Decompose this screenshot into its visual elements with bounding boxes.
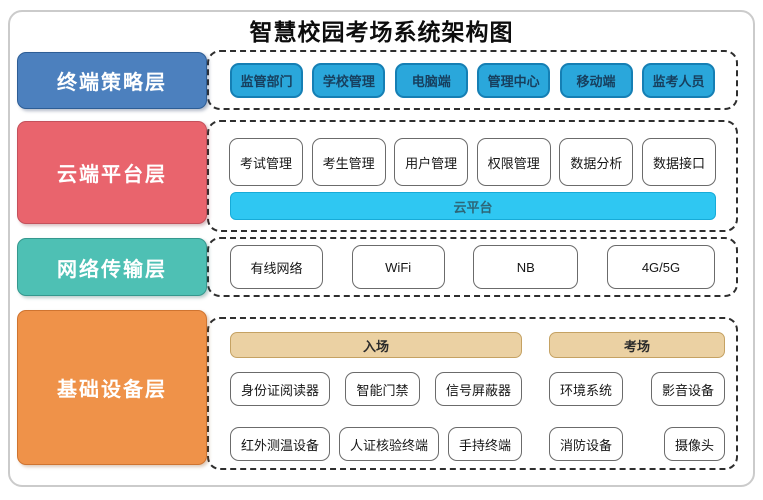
entry-device-row-1: 身份证阅读器 智能门禁 信号屏蔽器 xyxy=(230,372,522,406)
terminal-node-mobile: 移动端 xyxy=(559,62,633,98)
device-fire-equipment: 消防设备 xyxy=(549,427,624,461)
cloud-module-data-interface: 数据接口 xyxy=(641,138,716,186)
layer-container-cloud: 考试管理 考生管理 用户管理 权限管理 数据分析 数据接口 云平台 xyxy=(207,120,738,232)
cloud-module-user-mgmt: 用户管理 xyxy=(394,138,469,186)
entry-device-row-2: 红外测温设备 人证核验终端 手持终端 xyxy=(230,427,522,461)
page-title: 智慧校园考场系统架构图 xyxy=(249,19,514,45)
cloud-module-exam-mgmt: 考试管理 xyxy=(229,138,303,186)
device-smart-access: 智能门禁 xyxy=(345,372,420,406)
examroom-device-row-2: 消防设备 摄像头 xyxy=(549,427,725,461)
terminal-node-pc: 电脑端 xyxy=(394,62,468,98)
network-node-4g5g: 4G/5G xyxy=(606,245,715,289)
layer-container-devices: 入场 考场 身份证阅读器 智能门禁 信号屏蔽器 环境系统 影音设备 红外测温设备… xyxy=(207,317,738,470)
device-av-equipment: 影音设备 xyxy=(650,372,725,406)
cloud-module-data-analysis: 数据分析 xyxy=(559,138,634,186)
device-environment-system: 环境系统 xyxy=(549,372,624,406)
device-id-card-reader: 身份证阅读器 xyxy=(230,372,331,406)
layer-label-terminal: 终端策略层 xyxy=(17,52,207,109)
network-node-wifi: WiFi xyxy=(351,245,445,289)
layer-label-devices: 基础设备层 xyxy=(17,310,207,465)
device-infrared-thermometer: 红外测温设备 xyxy=(230,427,331,461)
network-node-nb: NB xyxy=(473,245,579,289)
terminal-node-school-admin: 学校管理 xyxy=(312,62,386,98)
device-camera: 摄像头 xyxy=(663,427,725,461)
cloud-module-permission-mgmt: 权限管理 xyxy=(476,138,551,186)
stage-header-entry: 入场 xyxy=(230,332,522,358)
terminal-node-management-center: 管理中心 xyxy=(477,62,551,98)
layer-container-network: 有线网络 WiFi NB 4G/5G xyxy=(207,237,738,297)
layer-label-cloud: 云端平台层 xyxy=(17,121,207,224)
device-handheld-terminal: 手持终端 xyxy=(447,427,522,461)
examroom-device-row-1: 环境系统 影音设备 xyxy=(549,372,725,406)
device-signal-jammer: 信号屏蔽器 xyxy=(434,372,522,406)
network-node-wired: 有线网络 xyxy=(230,245,323,289)
cloud-module-row: 考试管理 考生管理 用户管理 权限管理 数据分析 数据接口 xyxy=(229,138,716,186)
layer-label-network: 网络传输层 xyxy=(17,238,207,296)
device-face-id-terminal: 人证核验终端 xyxy=(338,427,439,461)
cloud-platform-bar: 云平台 xyxy=(230,192,716,220)
terminal-node-supervision: 监管部门 xyxy=(230,62,303,98)
layer-container-terminal: 监管部门 学校管理 电脑端 管理中心 移动端 监考人员 xyxy=(207,50,738,110)
terminal-node-proctor: 监考人员 xyxy=(641,62,715,98)
stage-header-examroom: 考场 xyxy=(549,332,725,358)
cloud-module-candidate-mgmt: 考生管理 xyxy=(311,138,386,186)
